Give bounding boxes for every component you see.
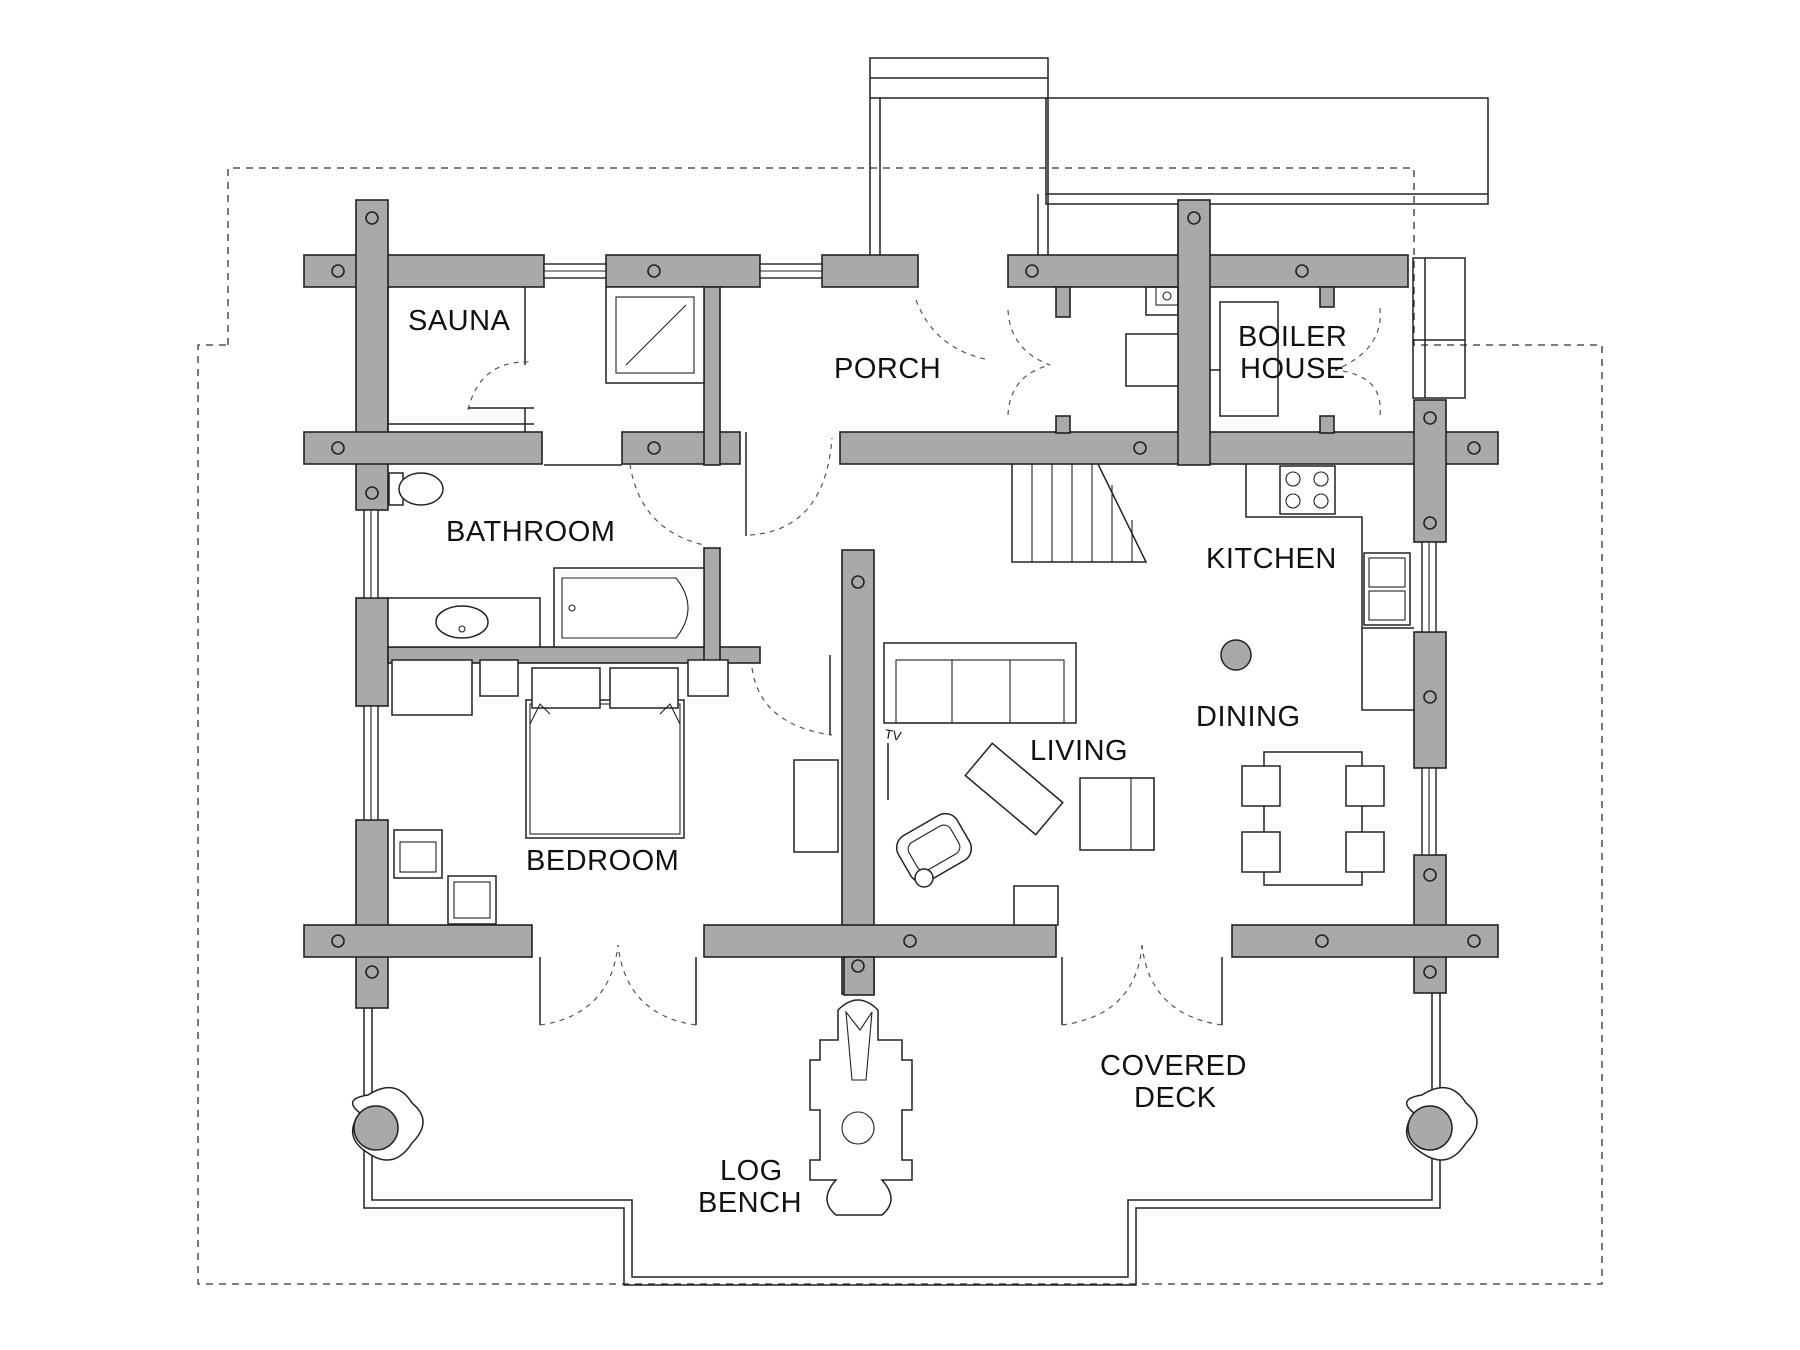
- deck-posts: [351, 1086, 1478, 1161]
- label-dining: DINING: [1196, 701, 1301, 733]
- stairs: [1011, 463, 1148, 563]
- bedroom-furniture: [391, 659, 839, 925]
- label-covered-deck-line2: DECK: [1134, 1082, 1217, 1114]
- label-bedroom: BEDROOM: [526, 845, 679, 877]
- kitchen-counters: [1245, 464, 1414, 711]
- label-sauna: SAUNA: [408, 305, 511, 337]
- roof-outline: [197, 167, 1603, 1285]
- log-ends: [331, 211, 1481, 979]
- label-living: LIVING: [1030, 735, 1128, 767]
- label-porch: PORCH: [834, 353, 941, 385]
- label-kitchen: KITCHEN: [1206, 543, 1337, 575]
- label-bathroom: BATHROOM: [446, 516, 615, 548]
- label-boiler-line1: BOILER: [1238, 321, 1347, 353]
- label-boiler-line2: HOUSE: [1240, 353, 1346, 385]
- log-walls: [303, 199, 1499, 1009]
- log-bench: [809, 999, 913, 1216]
- label-covered-deck-line1: COVERED: [1100, 1050, 1247, 1082]
- windows: [363, 263, 1437, 856]
- label-tv: TV: [883, 726, 902, 744]
- living-furniture: [883, 642, 1155, 926]
- bathroom-fixtures: [387, 472, 705, 648]
- room-labels: SAUNA PORCH BOILER HOUSE BATHROOM KITCHE…: [408, 305, 1347, 1219]
- porch-roof: [869, 57, 1489, 399]
- doors: [467, 299, 1381, 1026]
- sauna-shower: [387, 286, 705, 466]
- deck-outline: [363, 985, 1441, 1286]
- label-log-bench-line1: LOG: [720, 1155, 783, 1187]
- label-log-bench-line2: BENCH: [698, 1187, 802, 1219]
- boiler-equipment: [1125, 286, 1279, 417]
- dining-table: [1220, 639, 1385, 886]
